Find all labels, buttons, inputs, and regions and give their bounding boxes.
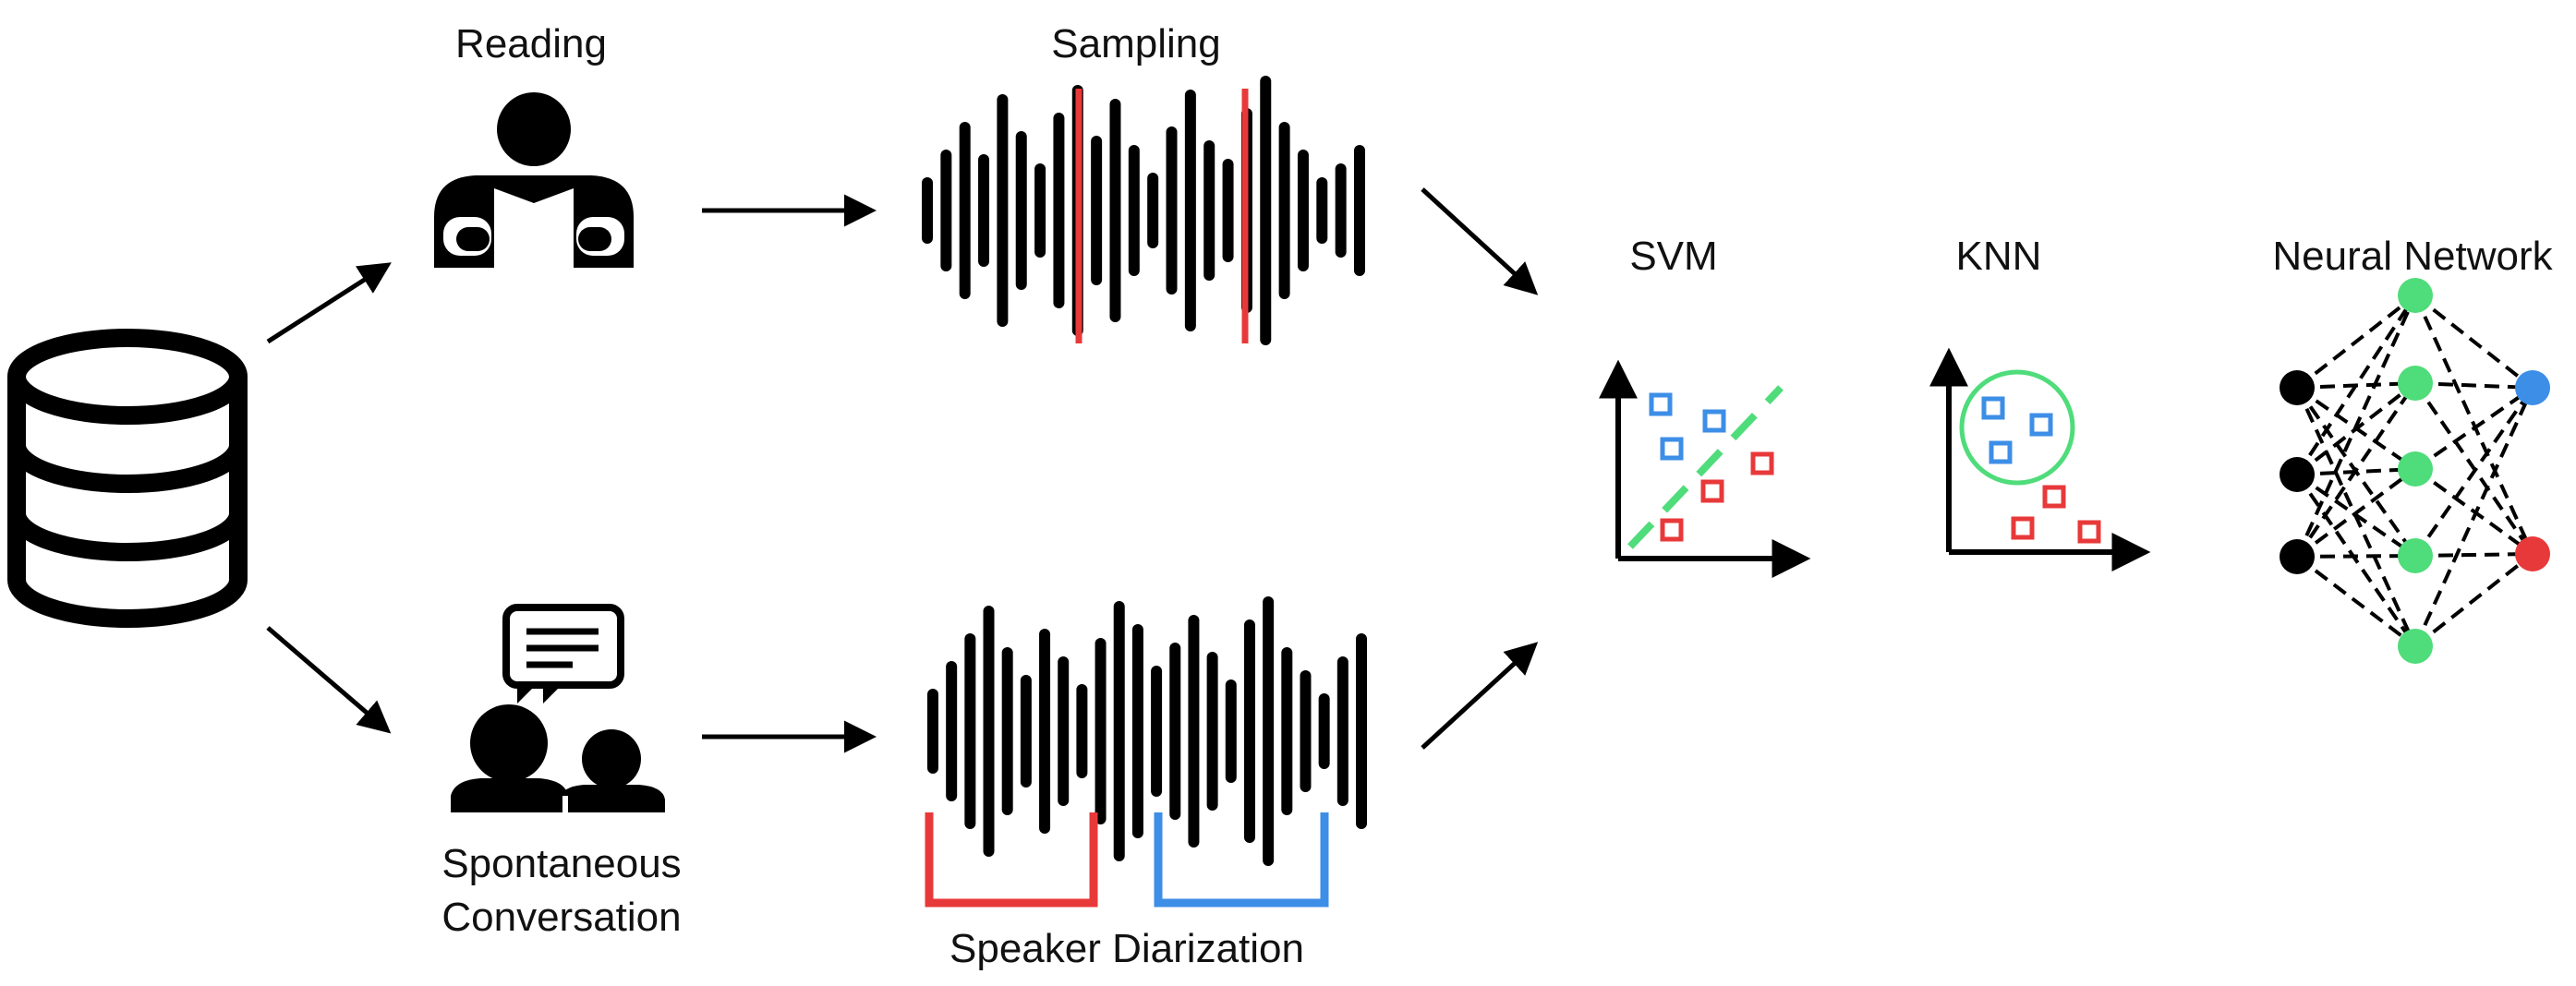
neural-network-connection	[2413, 387, 2534, 647]
neural-network-connection	[2414, 381, 2534, 390]
neural-network-node-blue	[2515, 370, 2550, 405]
knn-plot	[1929, 347, 2151, 571]
neural-network-node-green	[2398, 278, 2433, 313]
neural-network-connection	[2295, 473, 2417, 558]
neural-network-node-green	[2398, 366, 2433, 401]
sampling-markers	[1075, 89, 1249, 343]
neural-network-connection	[2414, 552, 2534, 558]
neural-network-connection	[2295, 473, 2417, 648]
neural-network-node-black	[2280, 457, 2315, 492]
arrow-diarization-to-classifiers	[1421, 642, 1539, 750]
neural-network-node-green	[2398, 451, 2433, 487]
neural-network-connection	[2413, 294, 2534, 390]
arrow-database-to-conversation	[266, 626, 392, 734]
knn-point-blue	[1989, 440, 2013, 464]
svm-point-blue	[1660, 437, 1684, 461]
neural-network-connection	[2296, 554, 2416, 559]
knn-point-red	[2042, 485, 2066, 509]
speaker-diarization-label: Speaker Diarization	[949, 926, 1304, 971]
svm-point-red	[1750, 451, 1774, 475]
spontaneous-label-line1: Spontaneous	[441, 841, 681, 886]
neural-network-connection	[2295, 555, 2417, 648]
waveform-reading	[922, 76, 1365, 345]
neural-network-connection	[2295, 294, 2417, 390]
neural-network-connection	[2295, 381, 2417, 559]
neural-network-connection	[2413, 386, 2534, 471]
svm-point-red	[1660, 518, 1684, 542]
svm-point-blue	[1649, 392, 1673, 416]
speaker-bracket-red	[925, 812, 1098, 908]
svm-label: SVM	[1629, 234, 1717, 279]
waveform-conversation	[927, 596, 1367, 866]
arrow-database-to-reading	[266, 262, 392, 344]
neural-network-node-red	[2515, 536, 2550, 571]
flow-arrows	[266, 187, 1539, 753]
neural-network-node-black	[2280, 539, 2315, 574]
knn-label: KNN	[1956, 234, 2042, 279]
diarization-brackets	[925, 812, 1329, 908]
svm-point-blue	[1702, 409, 1726, 433]
knn-point-red	[2011, 516, 2035, 540]
arrow-sampling-to-classifiers	[1421, 187, 1539, 295]
people-conversation-icon	[451, 604, 665, 812]
neural-network-connection	[2413, 552, 2534, 648]
reading-label: Reading	[455, 21, 607, 66]
knn-point-blue	[1981, 396, 2005, 420]
knn-neighborhood-circle	[1959, 369, 2075, 486]
sampling-label: Sampling	[1051, 21, 1220, 66]
neural-network-connection	[2413, 467, 2534, 556]
database-icon	[7, 329, 248, 628]
neural-network-connection	[2413, 381, 2534, 556]
svm-decision-boundary	[1627, 385, 1784, 549]
knn-point-blue	[2029, 413, 2053, 437]
neural-network-node-green	[2398, 629, 2433, 664]
neural-network-node-black	[2280, 370, 2315, 405]
neural-network-node-green	[2398, 538, 2433, 573]
neural-network-connection	[2295, 294, 2417, 476]
person-reading-icon	[434, 92, 634, 286]
svm-plot	[1599, 359, 1811, 578]
neural-network-connection	[2413, 295, 2534, 555]
neural-network-connection	[2295, 467, 2417, 559]
neural-network-connection	[2413, 386, 2534, 558]
neural-network-label: Neural Network	[2272, 234, 2553, 279]
neural-network-connection	[2295, 295, 2417, 558]
neural-network-graph	[2280, 278, 2550, 664]
speaker-bracket-blue	[1154, 812, 1329, 908]
knn-point-red	[2077, 520, 2101, 544]
svm-point-red	[1700, 479, 1724, 503]
spontaneous-label-line2: Conversation	[441, 895, 681, 940]
